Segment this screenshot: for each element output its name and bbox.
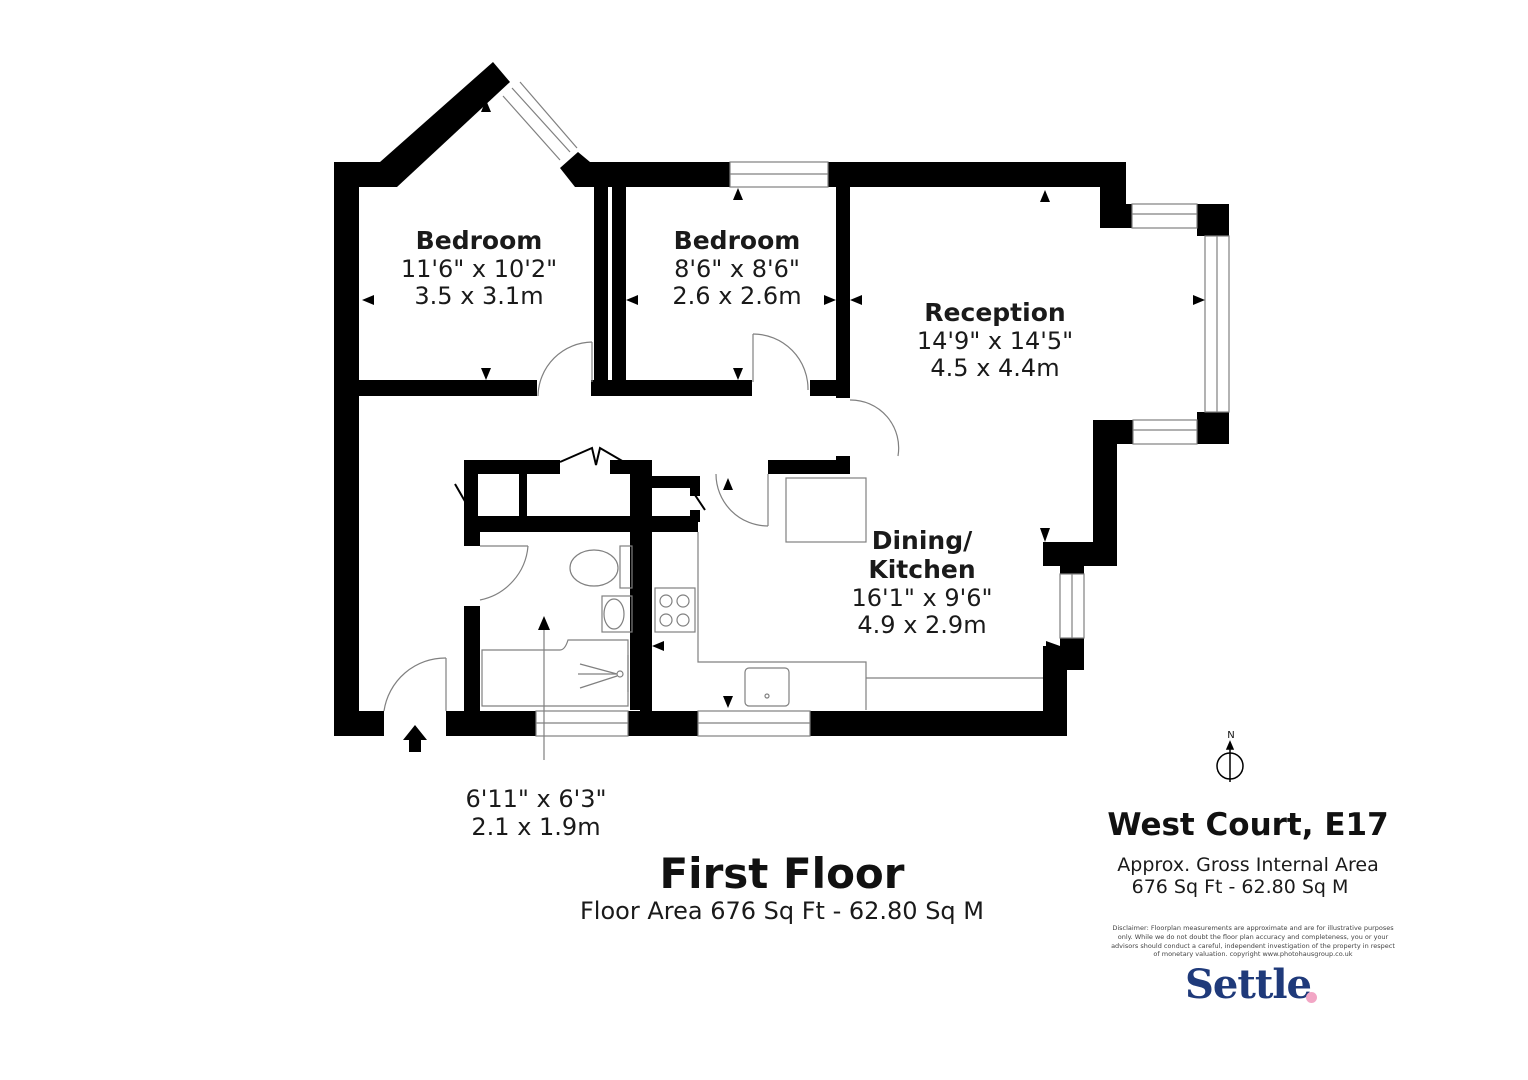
room-bedroom-2: Bedroom 8'6" x 8'6" 2.6 x 2.6m [672, 226, 802, 311]
room-imperial: 14'9" x 14'5" [916, 326, 1074, 355]
room-name: Bedroom [415, 226, 543, 255]
room-bedroom-1: Bedroom 11'6" x 10'2" 3.5 x 3.1m [400, 226, 558, 311]
compass-label: N [1227, 730, 1235, 741]
entrance-arrow-icon [403, 725, 427, 752]
property-address: West Court, E17 [1107, 807, 1389, 843]
door-swings [383, 333, 900, 712]
dimension-arrows [362, 100, 1205, 708]
room-bathroom: 6'11" x 6'3" 2.1 x 1.9m [465, 785, 607, 841]
room-dining-kitchen: Dining/ Kitchen 16'1" x 9'6" 4.9 x 2.9m [851, 526, 993, 640]
room-metric: 4.9 x 2.9m [857, 611, 987, 640]
room-name: Dining/ [871, 526, 973, 555]
north-compass-icon [1216, 740, 1244, 782]
room-metric: 4.5 x 4.4m [930, 354, 1060, 383]
room-imperial: 8'6" x 8'6" [674, 254, 800, 283]
room-imperial: 6'11" x 6'3" [465, 785, 607, 813]
room-metric: 2.6 x 2.6m [672, 282, 802, 311]
logo-dot [1306, 992, 1317, 1003]
gia-value: 676 Sq Ft - 62.80 Sq M [1131, 876, 1349, 899]
floor-title: First Floor [659, 849, 905, 898]
floor-area: Floor Area 676 Sq Ft - 62.80 Sq M [579, 897, 985, 926]
interior-walls [359, 162, 850, 716]
windows [502, 81, 1230, 737]
exterior-walls [334, 62, 1229, 736]
room-imperial: 16'1" x 9'6" [851, 583, 993, 612]
room-imperial: 11'6" x 10'2" [400, 254, 558, 283]
settle-logo: Settle [1185, 961, 1312, 1008]
fixtures [481, 477, 1043, 760]
room-metric: 2.1 x 1.9m [471, 812, 601, 841]
disclaimer-text: Disclaimer: Floorplan measurements are a… [1111, 924, 1395, 959]
room-metric: 3.5 x 3.1m [414, 282, 544, 311]
room-name: Bedroom [673, 226, 801, 255]
gia-label: Approx. Gross Internal Area [1117, 853, 1379, 876]
room-reception: Reception 14'9" x 14'5" 4.5 x 4.4m [916, 298, 1074, 383]
floor-heading: First Floor Floor Area 676 Sq Ft - 62.80… [579, 849, 985, 926]
room-name: Reception [924, 298, 1066, 327]
room-name-line2: Kitchen [868, 554, 976, 584]
property-info: West Court, E17 Approx. Gross Internal A… [1107, 807, 1389, 898]
